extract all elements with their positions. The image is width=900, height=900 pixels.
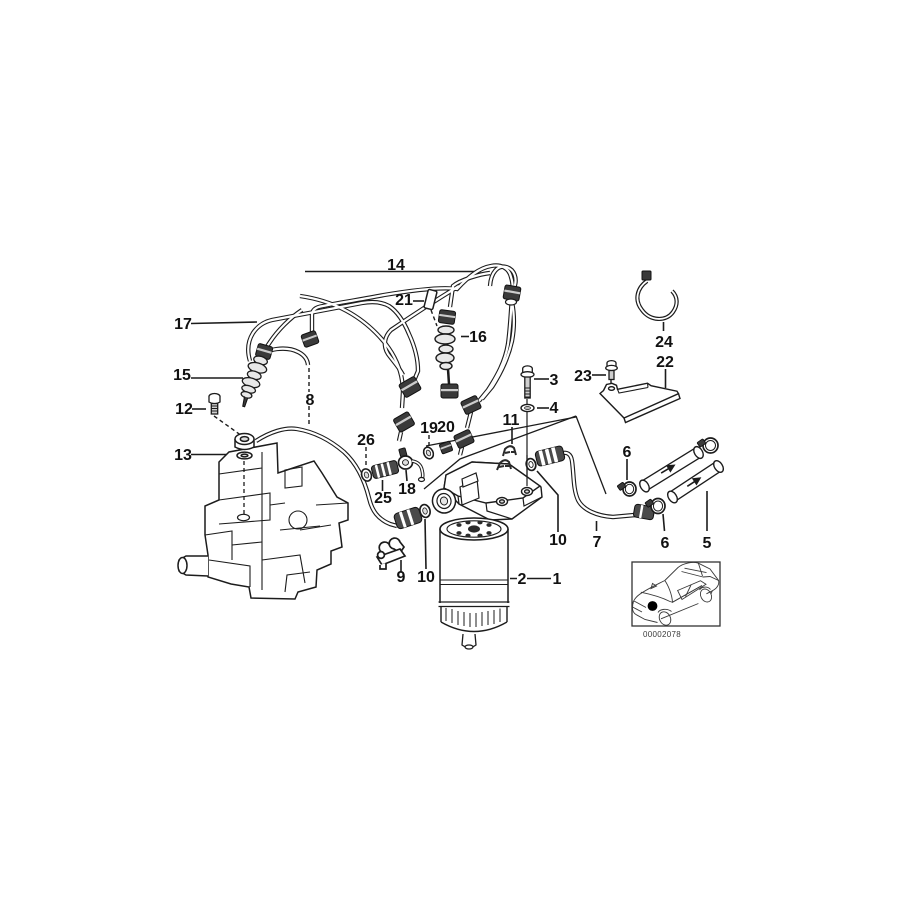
svg-text:4: 4 <box>550 400 559 417</box>
svg-text:19: 19 <box>420 420 438 437</box>
svg-text:00002078: 00002078 <box>643 630 681 639</box>
svg-text:23: 23 <box>574 368 592 385</box>
svg-text:14: 14 <box>387 257 405 274</box>
svg-text:1: 1 <box>553 571 562 588</box>
svg-text:18: 18 <box>398 481 416 498</box>
svg-text:26: 26 <box>357 432 375 449</box>
svg-text:8: 8 <box>306 392 315 409</box>
svg-text:6: 6 <box>623 444 632 461</box>
svg-text:21: 21 <box>395 292 413 309</box>
svg-text:11: 11 <box>503 412 520 429</box>
svg-text:15: 15 <box>173 367 191 384</box>
svg-text:16: 16 <box>469 329 487 346</box>
svg-text:12: 12 <box>175 401 193 418</box>
svg-text:9: 9 <box>397 569 406 586</box>
svg-text:3: 3 <box>550 372 559 389</box>
svg-text:17: 17 <box>174 316 192 333</box>
svg-text:22: 22 <box>656 354 674 371</box>
svg-text:25: 25 <box>374 490 392 507</box>
svg-text:10: 10 <box>549 532 567 549</box>
svg-text:5: 5 <box>703 535 712 552</box>
svg-text:2: 2 <box>518 571 527 588</box>
svg-text:10: 10 <box>417 569 435 586</box>
svg-text:7: 7 <box>593 534 602 551</box>
svg-text:13: 13 <box>174 447 192 464</box>
svg-text:6: 6 <box>661 535 670 552</box>
svg-text:20: 20 <box>437 419 455 436</box>
svg-text:24: 24 <box>655 334 673 351</box>
